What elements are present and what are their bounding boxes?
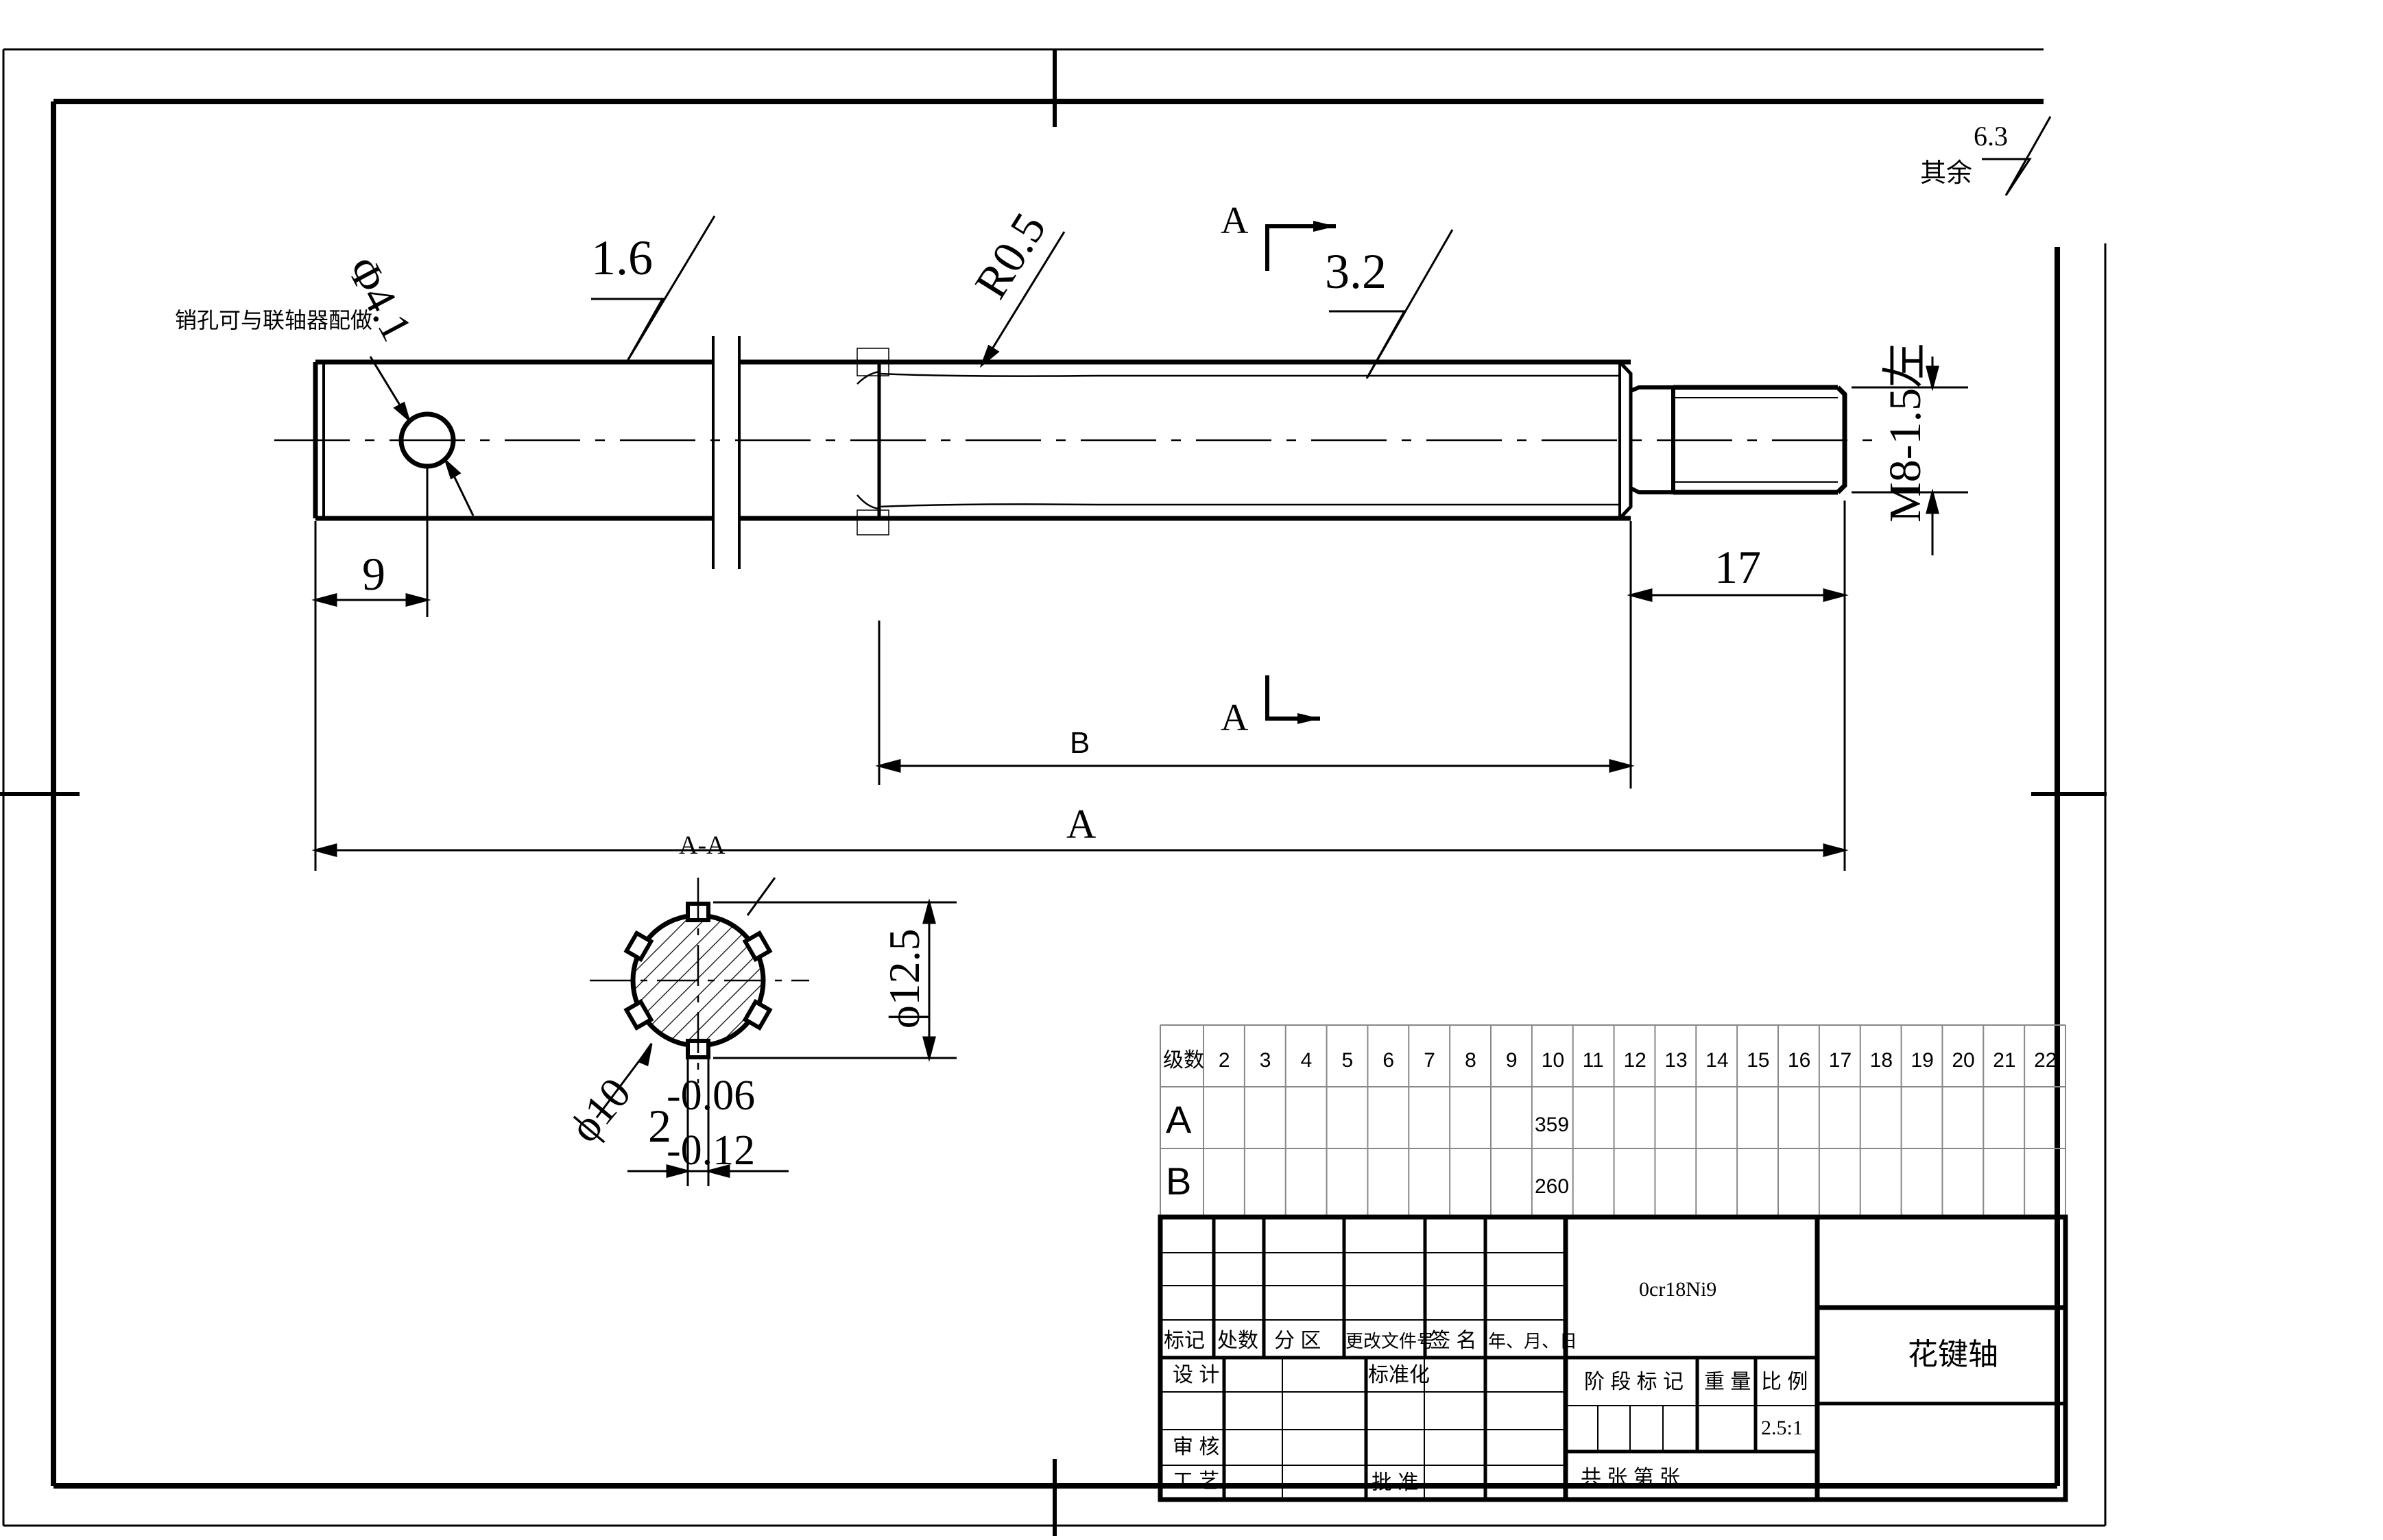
size-row-A-label: A <box>1166 1098 1192 1141</box>
material-label: 0cr18Ni9 <box>1639 1278 1716 1301</box>
fillet-leader <box>979 231 1066 368</box>
spline-section <box>590 878 809 1083</box>
fillet-label: R0.5 <box>964 204 1056 307</box>
revision-header-4: 签 名 <box>1430 1330 1476 1352</box>
size-table-col-4: 4 <box>1301 1049 1313 1072</box>
section-title: A-A <box>679 831 726 860</box>
design-label: 设 计 <box>1173 1364 1219 1386</box>
roughness-symbol-1-6 <box>591 215 716 363</box>
dim-9-label: 9 <box>362 548 385 600</box>
size-table-headers: 2 3 4 5 6 7 8 9 10 11 12 13 14 15 16 17 18 19 20 21 22 <box>1219 1049 2057 1072</box>
size-table-col-18: 18 <box>1870 1049 1893 1072</box>
dim-9-lines <box>311 466 431 871</box>
part-name: 花键轴 <box>1908 1338 1998 1371</box>
dim-A-lines <box>311 843 1849 857</box>
dim-B-lines <box>875 621 1635 785</box>
section-arrow-top <box>1313 221 1336 232</box>
size-row-A-value: 359 <box>1535 1114 1569 1136</box>
size-row-B-label: B <box>1166 1159 1191 1203</box>
review-label: 审 核 <box>1173 1436 1219 1458</box>
section-arrow-bottom <box>1297 713 1320 724</box>
size-table-col-6: 6 <box>1382 1049 1394 1072</box>
size-table-col-13: 13 <box>1664 1049 1687 1072</box>
dim-B-label: B <box>1070 726 1090 760</box>
roughness-symbol-3-2 <box>1329 229 1454 379</box>
thread-label: M8-1.5左 <box>1880 343 1930 522</box>
size-table-col-21: 21 <box>1993 1049 2015 1072</box>
dim-17-lines <box>1627 501 1849 871</box>
size-table-col-12: 12 <box>1624 1049 1646 1072</box>
revision-headers: 标记处数分 区 更改文件号签 名年、月、日 <box>1164 1330 1577 1352</box>
revision-header-5: 年、月、日 <box>1488 1331 1577 1351</box>
hole-dia-label: Φ4.1 <box>338 249 422 348</box>
roughness-value-3-2: 3.2 <box>1325 244 1387 299</box>
section-letter-top: A <box>1221 200 1249 242</box>
scale-label: 比 例 <box>1761 1371 1808 1393</box>
break-lines <box>712 336 741 569</box>
standardize-label: 标准化 <box>1368 1364 1430 1386</box>
centering-marks <box>0 49 2107 1536</box>
revision-header-1: 处数 <box>1217 1330 1258 1352</box>
inner-dia-leader <box>595 877 776 1118</box>
weight-label: 重 量 <box>1704 1371 1751 1393</box>
outer-trim-border <box>2 48 2107 1527</box>
pin-hole-note: 销孔可与联轴器配做 <box>175 308 372 333</box>
revision-header-2: 分 区 <box>1274 1330 1321 1352</box>
spline-runout <box>857 348 1620 536</box>
size-table-col-7: 7 <box>1424 1049 1435 1072</box>
size-table-col-10: 10 <box>1542 1049 1564 1072</box>
size-table-col-5: 5 <box>1342 1049 1354 1072</box>
outer-dia-dim <box>713 898 957 1062</box>
approve-label: 批 准 <box>1372 1471 1418 1494</box>
key-width-dim <box>627 1059 789 1186</box>
inner-dia-label: ϕ10 <box>560 1069 640 1151</box>
size-table-col-11: 11 <box>1583 1049 1604 1072</box>
section-mark-bottom <box>1265 675 1320 721</box>
scale-value: 2.5:1 <box>1761 1417 1803 1439</box>
size-table-header-label: 级数 <box>1163 1049 1204 1072</box>
revision-header-0: 标记 <box>1164 1330 1205 1352</box>
size-table-col-2: 2 <box>1219 1049 1230 1072</box>
general-roughness-label: 其余 <box>1920 159 1972 188</box>
outer-dia-label: ϕ12.5 <box>880 928 929 1028</box>
size-table-col-20: 20 <box>1952 1049 1974 1072</box>
process-label: 工 艺 <box>1173 1470 1219 1493</box>
size-table-col-8: 8 <box>1465 1049 1476 1072</box>
key-width-label: 2 <box>648 1100 671 1152</box>
key-tol-upper: -0.06 <box>667 1072 755 1119</box>
revision-header-3: 更改文件号 <box>1345 1331 1435 1351</box>
general-roughness-symbol <box>1982 116 2052 196</box>
general-roughness-value: 6.3 <box>1974 121 2008 152</box>
title-block-lines <box>1158 1214 2068 1502</box>
size-table-col-19: 19 <box>1911 1049 1934 1072</box>
sheets-label: 共 张 第 张 <box>1581 1467 1680 1489</box>
roughness-value-1-6: 1.6 <box>591 230 653 285</box>
thread-dim-lines <box>1852 357 1968 555</box>
key-tol-lower: -0.12 <box>667 1127 755 1174</box>
size-table-col-17: 17 <box>1829 1049 1852 1072</box>
size-table-col-9: 9 <box>1506 1049 1518 1072</box>
stage-mark-label: 阶 段 标 记 <box>1584 1371 1684 1393</box>
size-table-grid <box>1160 1024 2066 1218</box>
section-letter-bottom: A <box>1221 697 1249 739</box>
size-row-B-value: 260 <box>1535 1175 1569 1198</box>
size-table-col-15: 15 <box>1747 1049 1769 1072</box>
dim-17-label: 17 <box>1714 541 1761 593</box>
dim-A-label: A <box>1066 802 1096 847</box>
size-table-col-14: 14 <box>1705 1049 1728 1072</box>
size-table-col-3: 3 <box>1260 1049 1271 1072</box>
section-mark-top <box>1265 224 1336 271</box>
hole-dia-leader <box>369 356 475 516</box>
size-table-col-22: 22 <box>2034 1049 2057 1072</box>
size-table-col-16: 16 <box>1788 1049 1810 1072</box>
